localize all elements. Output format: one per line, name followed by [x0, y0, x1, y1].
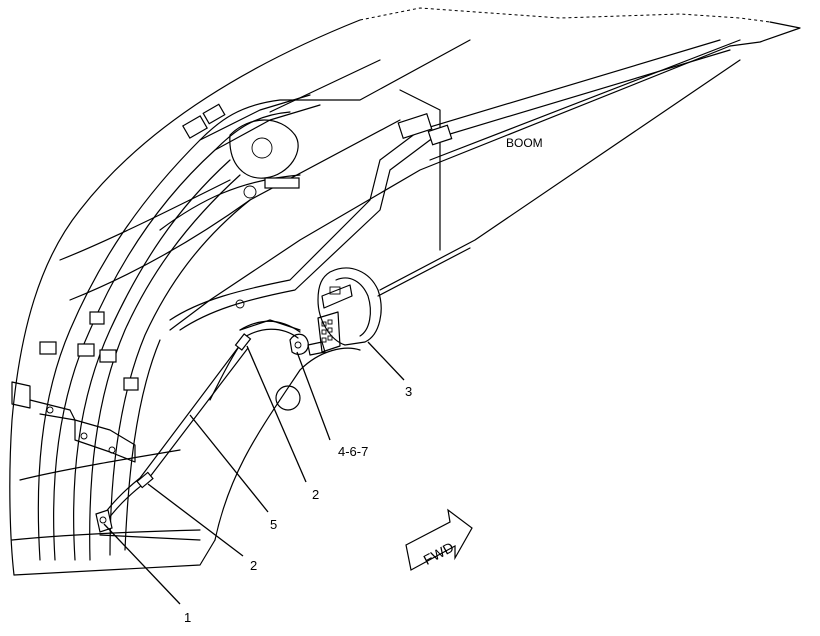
- work-lamp: [317, 59, 741, 353]
- callout-leaders: [103, 341, 405, 605]
- callout-2-lower: 2: [250, 558, 257, 573]
- wiring-harness: [95, 333, 252, 533]
- callout-2-upper: 2: [312, 487, 319, 502]
- callout-5: 5: [270, 517, 277, 532]
- callout-3: 3: [405, 384, 412, 399]
- lamp-mount-bracket: [239, 320, 326, 356]
- fwd-arrow: FWD: [405, 508, 473, 571]
- callout-4-6-7: 4-6-7: [338, 444, 368, 459]
- callout-1: 1: [184, 610, 191, 625]
- hydraulic-hoses: [11, 39, 731, 561]
- boom-label: BOOM: [506, 136, 543, 150]
